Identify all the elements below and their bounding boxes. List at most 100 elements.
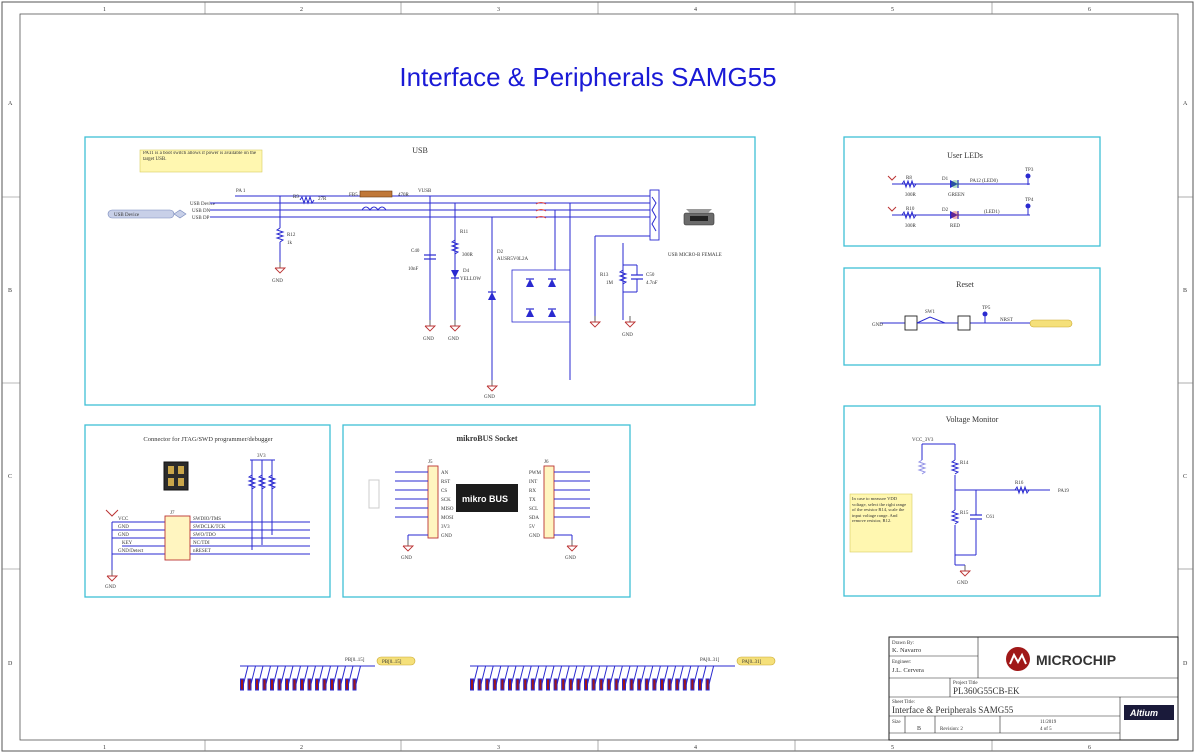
part-value: 10nF [408,267,419,272]
crossing-marks [535,202,547,219]
tb-drawn-by: K. Navarro [892,647,921,654]
col-label: 5 [891,745,894,751]
row-label: D [8,661,13,667]
part-label: R11 [460,230,469,235]
part-value: 300R [905,193,917,198]
usb-connector-image [683,209,715,226]
gnd-label: GND [105,585,116,590]
col-label: 2 [300,745,303,751]
bus-net-tag [277,678,282,691]
bus-net-tag [515,678,520,691]
tb-project-label: Project Title [953,681,978,686]
bus-net-tag [500,678,505,691]
title-block: Drawn By: K. Navarro Engineer: J.L. Cerv… [888,636,1179,741]
row-label: B [8,288,12,294]
net-label: (LED1) [984,210,1000,215]
part-label: R12 [287,233,296,238]
part-label: TP3 [1025,168,1034,173]
bus-net-tag [576,678,581,691]
pin-label: SCL [529,507,538,512]
tb-size: B [917,726,921,732]
part-value: 4.7nF [646,281,658,286]
gnd-label: GND [872,323,883,328]
gnd-label: GND [957,581,968,586]
col-label: 2 [300,7,303,13]
bus-net-tag [682,678,687,691]
col-label: 5 [891,7,894,13]
col-label: 3 [497,7,500,13]
bus-net-tag [599,678,604,691]
bus-net-tag [705,678,710,691]
tb-sheet: 4 of 5 [1040,727,1052,732]
bus-net-tag [690,678,695,691]
pin-label: GND/Detect [118,549,144,554]
bus-net-tag [614,678,619,691]
usb-note: PA11 is a boot switch allows if power is… [143,151,257,162]
pin-label: CS [441,489,447,494]
net-label: NRST [1000,318,1013,323]
col-label: 6 [1088,7,1091,13]
bus-net-tag [247,678,252,691]
microchip-logo: MICROCHIP [1006,647,1116,671]
pin-label: SCK [441,498,451,503]
bus-net-tag [553,678,558,691]
bus-net-tag [485,678,490,691]
bus-net-tag [315,678,319,691]
tb-engineer-label: Engineer: [892,660,911,665]
pin-label: RST [441,480,450,485]
pin-label: RX [529,489,536,494]
dnp-pads [368,479,380,509]
bus-net-tag [492,678,497,691]
row-label: C [1183,474,1187,480]
bus-net-tag [629,678,634,691]
part-value: AUSR5V0L2A [497,257,529,262]
row-label: C [8,474,12,480]
part-label: D2 [942,208,949,213]
ferrite-bead-fb5 [359,190,393,198]
mikrobus-logo: mikro BUS [456,484,518,512]
header-j6 [543,465,555,539]
bus-net-tag [470,678,474,691]
part-value: 1k [287,241,293,246]
part-label: R14 [960,461,969,466]
part-label: C50 [646,273,655,278]
signal-label: SWDCLK/TCK [193,525,226,530]
net-label: VCC_3V3 [912,438,934,443]
part-label: J7 [170,511,175,516]
part-value: 300R [462,253,474,258]
bus-net-tag [240,678,244,691]
switch-sw1-pad [904,315,918,331]
usb-net-label: USB Device [190,202,216,207]
reset-section: Reset GND SW1 TP5 NRST [843,267,1101,366]
pin-label: 3V3 [441,525,450,530]
voltage-monitor-title: Voltage Monitor [946,415,999,424]
bus-net-tag [667,678,672,691]
vusb-label: VUSB [418,189,432,194]
voltage-note: In case to measure VDD voltage, select t… [852,496,907,523]
tb-sheet-title-label: Sheet Title: [892,700,915,705]
bus-net-tag [523,678,528,691]
user-leds-section: User LEDs R8 R10 300R 300R D1 D2 GREEN R… [843,136,1101,247]
bus-label: PA[0..31] [742,660,762,665]
row-label: A [1183,101,1188,107]
bus-net-tag [300,678,304,691]
pin-label: VCC [118,517,129,522]
bus-net-tag [561,678,566,691]
header-j5 [427,465,439,539]
gnd-label: GND [448,337,459,342]
bus-net-tag [285,678,289,691]
pin-label: AN [441,471,449,476]
bus-net-tag [538,678,543,691]
bus-net-tag [698,678,702,691]
usb-connector-symbol [649,189,660,241]
bus-net-tag [322,678,327,691]
pin-label: KEY [122,541,133,546]
bus-net-tag [652,678,657,691]
bus-net-tag [622,678,626,691]
pin-label: PWM [529,471,542,476]
pin-label: GND [118,525,129,530]
part-label: D1 [942,177,949,182]
col-label: 4 [694,745,697,751]
bus-net-tag [637,678,642,691]
